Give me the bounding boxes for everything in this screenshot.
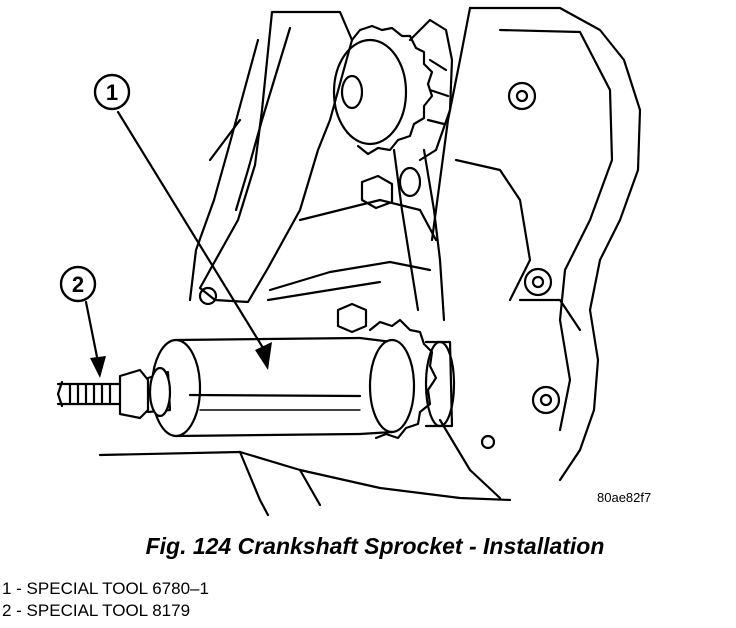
- special-tool-6780-1: [150, 336, 416, 438]
- legend-item-2: 2 - SPECIAL TOOL 8179: [2, 601, 191, 620]
- callout-2: 2: [59, 265, 97, 303]
- timing-chain: [392, 148, 446, 322]
- hex-bolt-lower: [336, 302, 368, 334]
- callout-arrow-1: [116, 110, 270, 358]
- callout-1-label: 1: [106, 80, 118, 105]
- crankshaft-sprocket: [368, 318, 456, 440]
- callout-1: 1: [93, 73, 131, 111]
- callout-arrowhead-1: [255, 342, 272, 370]
- engine-illustration: 1 2: [56, 6, 642, 517]
- legend-item-1: 1 - SPECIAL TOOL 6780–1: [2, 579, 209, 598]
- callout-arrowhead-2: [90, 356, 106, 378]
- engine-block-outline: [98, 6, 642, 517]
- cover-bolt-bosses: [198, 81, 561, 450]
- image-code: 80ae82f7: [597, 490, 652, 505]
- camshaft-sprocket: [332, 18, 454, 162]
- figure-caption: Fig. 124 Crankshaft Sprocket - Installat…: [145, 533, 605, 559]
- callout-arrow-2: [84, 300, 100, 364]
- callout-2-label: 2: [72, 272, 84, 297]
- special-tool-8179: [56, 366, 172, 420]
- hex-bolt-upper: [360, 166, 422, 210]
- legend: 1 - SPECIAL TOOL 6780–1 2 - SPECIAL TOOL…: [2, 578, 209, 622]
